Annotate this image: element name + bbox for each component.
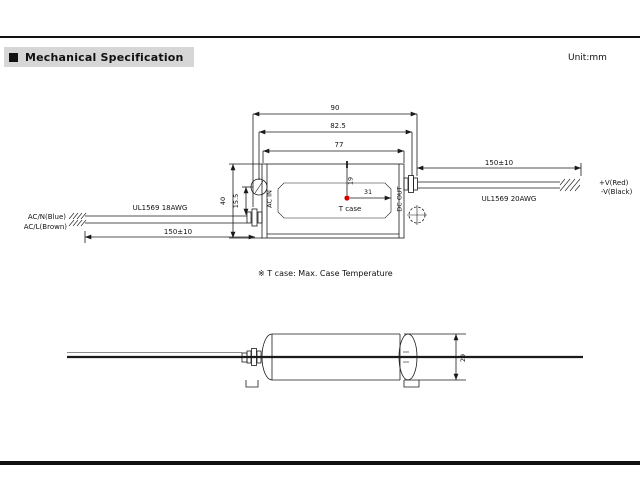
section-header: Mechanical Specification bbox=[4, 47, 194, 67]
dim-mounting-length-value: 82.5 bbox=[330, 122, 346, 130]
dim-mounting-length: 82.5 bbox=[258, 122, 413, 180]
input-wires: AC/N(Blue) AC/L(Brown) UL1569 18AWG 150±… bbox=[24, 204, 263, 243]
dc-out-label: DC OUT bbox=[396, 186, 404, 211]
dim-overall-length: 90 bbox=[252, 104, 418, 207]
dim-tcase-inset-value: 31 bbox=[364, 188, 372, 196]
dim-tcase-depth-value: 19 bbox=[347, 177, 355, 185]
section-title: Mechanical Specification bbox=[25, 50, 184, 64]
ac-in-label: AC IN bbox=[266, 190, 274, 208]
front-view: 90 82.5 77 40 bbox=[24, 104, 633, 243]
side-wires bbox=[67, 348, 583, 366]
dim-overall-length-value: 90 bbox=[331, 104, 340, 112]
dim-case-length: 77 bbox=[262, 141, 405, 163]
dim-case-height: 40 bbox=[219, 163, 262, 239]
input-wire-spec: UL1569 18AWG bbox=[133, 204, 188, 212]
output-wire-stripped-ends bbox=[559, 178, 581, 192]
unit-label: Unit:mm bbox=[568, 53, 607, 63]
output-side-screw bbox=[407, 205, 427, 225]
output-wire-positive-label: +V(Red) bbox=[599, 179, 629, 187]
side-view: 29 bbox=[67, 333, 583, 388]
output-wire-spec: UL1569 20AWG bbox=[482, 195, 537, 203]
tcase-dot bbox=[344, 195, 350, 201]
output-wire-length: 150±10 bbox=[485, 159, 513, 167]
dim-wire-offset: 15.5 bbox=[232, 186, 253, 215]
output-wires: +V(Red) -V(Black) 150±10 UL1569 20AWG bbox=[403, 159, 633, 203]
section-bullet-icon bbox=[9, 52, 18, 62]
page-bottom-border bbox=[0, 461, 640, 465]
output-wire-negative-label: -V(Black) bbox=[601, 188, 633, 196]
right-mounting-tab bbox=[403, 380, 420, 388]
dim-case-height-value: 40 bbox=[219, 197, 227, 205]
input-wire-length: 150±10 bbox=[164, 228, 192, 236]
input-wire-neutral-label: AC/N(Blue) bbox=[28, 213, 66, 221]
tcase-footnote: ※ T case: Max. Case Temperature bbox=[258, 269, 393, 278]
dim-case-length-value: 77 bbox=[335, 141, 344, 149]
left-mounting-tab bbox=[245, 380, 259, 388]
case-outline bbox=[261, 161, 405, 239]
tcase-point: 19 31 T case bbox=[338, 168, 391, 213]
dim-side-height: 29 bbox=[404, 333, 467, 381]
page-top-border bbox=[0, 36, 640, 38]
tcase-label: T case bbox=[338, 205, 362, 213]
side-case-outline bbox=[245, 333, 420, 388]
input-wire-line-label: AC/L(Brown) bbox=[24, 223, 68, 231]
dim-wire-offset-value: 15.5 bbox=[232, 194, 240, 208]
dim-side-height-value: 29 bbox=[459, 354, 467, 362]
input-wire-stripped-ends bbox=[68, 212, 87, 227]
